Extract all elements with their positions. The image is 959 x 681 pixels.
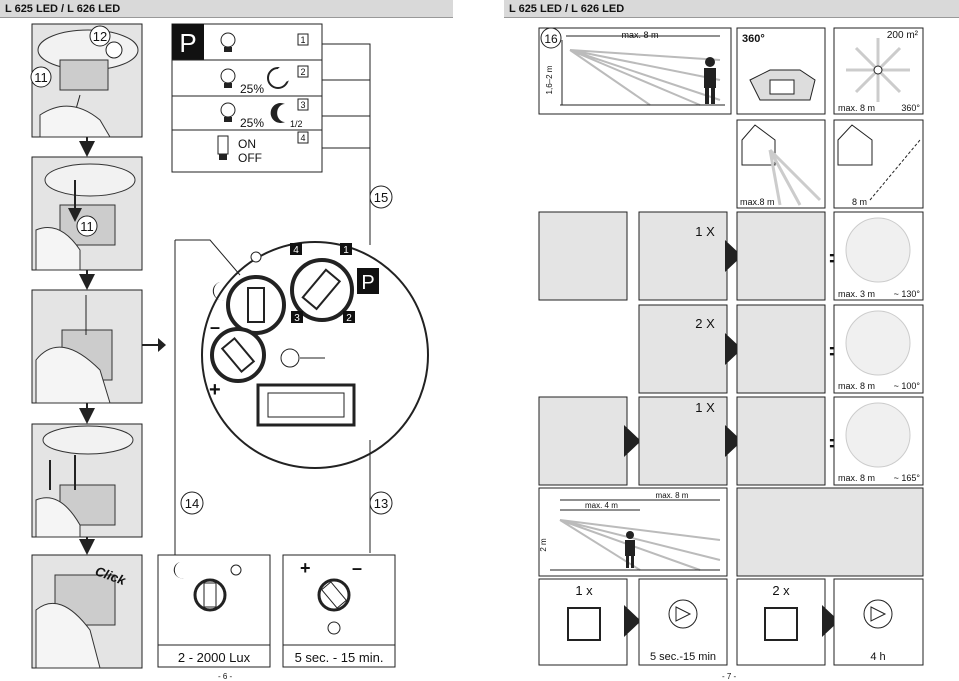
- svg-text:max. 8 m: max. 8 m: [656, 491, 689, 500]
- svg-text:P: P: [361, 272, 374, 294]
- svg-text:+: +: [300, 558, 311, 578]
- svg-text:max. 8 m: max. 8 m: [838, 381, 875, 391]
- left-page-number: - 6 -: [218, 672, 233, 681]
- svg-text:1 x: 1 x: [575, 583, 593, 598]
- svg-text:4: 4: [300, 133, 305, 143]
- right-page-header: L 625 LED / L 626 LED: [504, 0, 959, 18]
- bulb-icon: [220, 102, 236, 122]
- cover-row-1: 1 X = max. 3 m ~ 130°: [638, 211, 924, 301]
- svg-text:OFF: OFF: [238, 151, 262, 165]
- step-badge-13: 13: [369, 491, 393, 515]
- button-press-2x: 2 x 4 h: [736, 578, 924, 666]
- svg-text:15: 15: [374, 190, 388, 205]
- cover-row-2: 2 X = max. 8 m ~ 100°: [638, 304, 924, 394]
- moon-icon: [267, 66, 292, 89]
- svg-text:1/2: 1/2: [290, 119, 303, 129]
- svg-text:11: 11: [34, 70, 48, 85]
- svg-text:1: 1: [343, 245, 349, 256]
- wall-panel-left: max.8 m: [736, 119, 826, 209]
- svg-text:2 X: 2 X: [695, 316, 715, 331]
- install-step-1-image: [31, 23, 143, 138]
- svg-text:11: 11: [80, 219, 94, 234]
- svg-text:ON: ON: [238, 137, 256, 151]
- install-step-5-image: [31, 554, 143, 669]
- svg-text:P: P: [179, 28, 196, 58]
- svg-text:200 m²: 200 m²: [887, 30, 919, 41]
- lux-panel: 2 - 2000 Lux: [157, 554, 271, 668]
- svg-text:3: 3: [294, 313, 300, 324]
- install-flow-arrows: [49, 137, 166, 555]
- svg-text:~ 165°: ~ 165°: [894, 473, 921, 483]
- svg-text:360°: 360°: [901, 103, 920, 113]
- time-panel: + – 5 sec. - 15 min.: [282, 554, 396, 668]
- left-page-header: L 625 LED / L 626 LED: [0, 0, 453, 18]
- svg-text:2 x: 2 x: [772, 583, 790, 598]
- mode-table: P 25% 25% ON OFF 1/2 1 2 3 4: [171, 23, 323, 173]
- moon-icon: [270, 103, 285, 123]
- mode-number-1: 1: [297, 33, 309, 46]
- svg-text:5 sec.-15 min: 5 sec.-15 min: [650, 651, 716, 663]
- step-badge-11a: 11: [30, 66, 52, 88]
- button-press-1x: 1 x 5 sec.-15 min: [538, 578, 728, 666]
- svg-text:~ 100°: ~ 100°: [894, 381, 921, 391]
- svg-text:1,6–2 m: 1,6–2 m: [545, 65, 554, 94]
- svg-text:8 m: 8 m: [852, 197, 867, 207]
- wall-panel-right: 8 m: [833, 119, 924, 209]
- svg-text:max. 3 m: max. 3 m: [838, 289, 875, 299]
- svg-text:4: 4: [293, 245, 299, 256]
- time-range-label: 5 sec. - 15 min.: [295, 650, 384, 665]
- svg-text:25%: 25%: [240, 82, 264, 96]
- install-step-4-image: [31, 423, 143, 538]
- svg-text:1 X: 1 X: [695, 224, 715, 239]
- svg-text:max.8 m: max.8 m: [740, 197, 775, 207]
- step-badge-11b: 11: [76, 215, 98, 237]
- svg-text:4 h: 4 h: [870, 651, 885, 663]
- energy-saving-lamp-icon: [217, 135, 229, 160]
- bulb-icon: [220, 32, 236, 52]
- svg-text:2 m: 2 m: [539, 538, 548, 552]
- bulb-icon: [220, 68, 236, 88]
- svg-text:360°: 360°: [742, 33, 765, 45]
- svg-text:max. 4 m: max. 4 m: [585, 501, 618, 510]
- sun-icon: [250, 251, 262, 263]
- mode-number-4: 4: [297, 131, 309, 144]
- svg-text:2: 2: [346, 313, 352, 324]
- mode-number-3: 3: [297, 98, 309, 111]
- lux-range-label: 2 - 2000 Lux: [178, 650, 251, 665]
- svg-text:25%: 25%: [240, 116, 264, 130]
- svg-text:max. 8 m: max. 8 m: [621, 30, 658, 40]
- range-panel: max. 8 m 1,6–2 m: [538, 27, 732, 115]
- area-panel: 200 m² max. 8 m 360°: [833, 27, 924, 115]
- step-badge-12: 12: [89, 25, 111, 47]
- install-step-2-image: [31, 156, 143, 271]
- svg-text:~ 130°: ~ 130°: [894, 289, 921, 299]
- step-badge-14: 14: [180, 491, 204, 515]
- svg-text:+: +: [209, 379, 221, 401]
- svg-text:2: 2: [300, 67, 305, 77]
- svg-text:16: 16: [544, 32, 558, 46]
- install-step-3-image: [31, 289, 143, 404]
- svg-text:1: 1: [300, 35, 305, 45]
- mode-number-2: 2: [297, 65, 309, 78]
- cover-row-3: 1 X = max. 8 m ~ 165°: [538, 396, 924, 486]
- height-panel: max. 8 m max. 4 m 2 m: [538, 487, 728, 577]
- svg-text:12: 12: [93, 29, 107, 44]
- svg-text:13: 13: [374, 496, 388, 511]
- svg-text:max. 8 m: max. 8 m: [838, 103, 875, 113]
- svg-text:–: –: [210, 317, 220, 337]
- lens-cover-image: [538, 211, 628, 301]
- step-badge-16: 16: [540, 27, 562, 49]
- svg-text:14: 14: [185, 496, 199, 511]
- right-page-number: - 7 -: [722, 672, 737, 681]
- step-badge-15: 15: [369, 185, 393, 209]
- svg-text:max. 8 m: max. 8 m: [838, 473, 875, 483]
- svg-text:1 X: 1 X: [695, 400, 715, 415]
- svg-text:3: 3: [300, 100, 305, 110]
- 360-panel: 360°: [736, 27, 826, 115]
- adjust-hand-image: [736, 487, 924, 577]
- svg-text:–: –: [352, 558, 362, 578]
